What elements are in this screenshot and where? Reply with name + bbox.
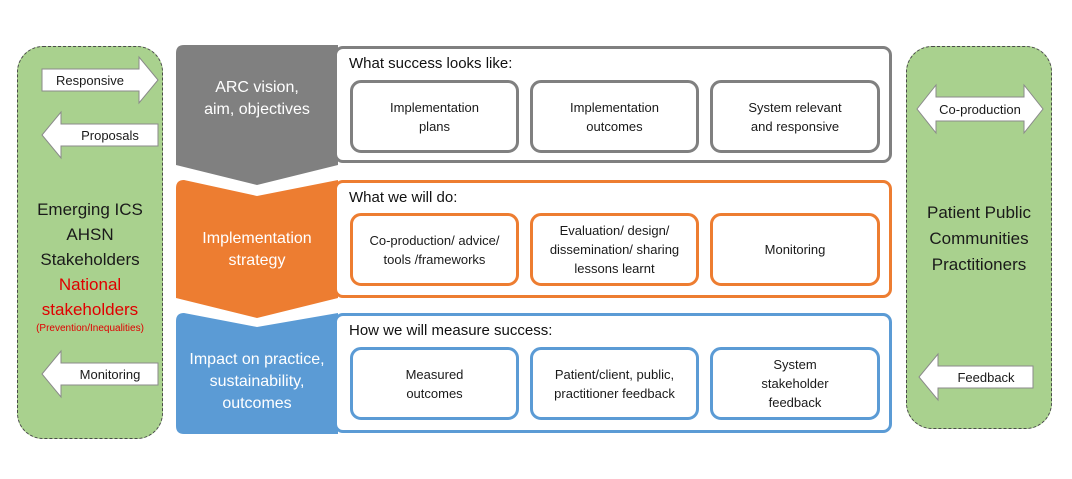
right-line-2: Communities [929,229,1029,248]
feedback-arrow: Feedback [918,352,1034,402]
left-red-small: (Prevention/Inequalities) [36,323,144,334]
actions-panel-title: What we will do: [349,189,458,206]
box-line: System relevant [748,99,842,115]
stage-impact-chevron: Impact on practice, sustainability, outc… [176,313,338,434]
stage-impact-label: Impact on practice, sustainability, outc… [176,349,338,415]
box-line: plans [418,118,451,134]
stage-strategy-chevron: Implementation strategy [176,180,338,320]
box-line: outcomes [406,385,463,401]
stage-strategy-label: Implementation strategy [176,228,338,272]
left-arrow-icon [918,352,1034,402]
stage-impact-label-line-3: outcomes [222,395,292,412]
proposals-arrow: Proposals [41,110,159,160]
box-line: and responsive [750,118,840,134]
stage-strategy-label-line-2: strategy [228,252,286,269]
box-line: tools /frameworks [383,251,486,267]
box-line: outcomes [586,118,643,134]
box-line: System [773,357,817,372]
right-line-3: Practitioners [931,255,1027,274]
stage-impact-label-line-2: sustainability, [209,373,305,390]
responsive-label: Responsive [56,72,124,88]
stage-vision-label-line-1: ARC vision, [215,79,299,96]
monitoring-box: Monitoring [710,213,880,286]
right-stakeholder-text: Patient Public Communities Practitioners [906,200,1052,278]
feedback-label: Feedback [957,369,1015,385]
box-line: Measured [405,366,464,382]
left-line-1: Emerging ICS [37,200,143,219]
implementation-plans-box: Implementation plans [350,80,519,153]
system-relevant-box: System relevant and responsive [710,80,880,153]
left-arrow-icon [41,349,159,399]
left-red-line-1: National [58,275,122,294]
system-stakeholder-feedback-box: System stakeholder feedback [710,347,880,420]
co-production-arrow: Co-production [916,83,1044,135]
box-line: Patient/client, public, [554,366,675,382]
evaluation-design-box: Evaluation/ design/ dissemination/ shari… [530,213,699,286]
left-red-line-2: stakeholders [41,300,139,319]
proposals-label: Proposals [81,127,139,143]
monitoring-label: Monitoring [79,366,141,382]
box-line: practitioner feedback [554,385,675,401]
left-line-3: Stakeholders [40,250,140,269]
left-stakeholder-text: Emerging ICS AHSN Stakeholders National … [17,197,163,336]
stage-vision-label: ARC vision, aim, objectives [176,77,338,121]
stage-strategy-label-line-1: Implementation [202,230,312,247]
implementation-outcomes-box: Implementation outcomes [530,80,699,153]
double-arrow-icon [916,83,1044,135]
co-production-label: Co-production [939,101,1021,117]
box-line: stakeholder [761,376,829,391]
left-arrow-icon [41,110,159,160]
responsive-arrow: Responsive [41,55,159,105]
measured-outcomes-box: Measured outcomes [350,347,519,420]
box-line: Monitoring [764,242,826,257]
stage-impact-label-line-1: Impact on practice, [189,351,325,368]
box-line: Co-production/ advice/ [369,232,500,248]
box-line: dissemination/ sharing [549,242,680,257]
right-arrow-icon [41,55,159,105]
measure-panel-title: How we will measure success: [349,322,553,339]
patient-feedback-box: Patient/client, public, practitioner fee… [530,347,699,420]
box-line: lessons learnt [574,261,655,276]
stage-vision-chevron: ARC vision, aim, objectives [176,45,338,187]
monitoring-arrow: Monitoring [41,349,159,399]
co-production-advice-box: Co-production/ advice/ tools /frameworks [350,213,519,286]
box-line: Evaluation/ design/ [559,223,670,238]
success-panel-title: What success looks like: [349,55,513,72]
box-line: feedback [768,395,822,410]
box-line: Implementation [390,99,479,115]
right-line-1: Patient Public [927,203,1031,222]
stage-vision-label-line-2: aim, objectives [204,101,310,118]
left-line-2: AHSN [66,225,114,244]
box-line: Implementation [570,99,659,115]
